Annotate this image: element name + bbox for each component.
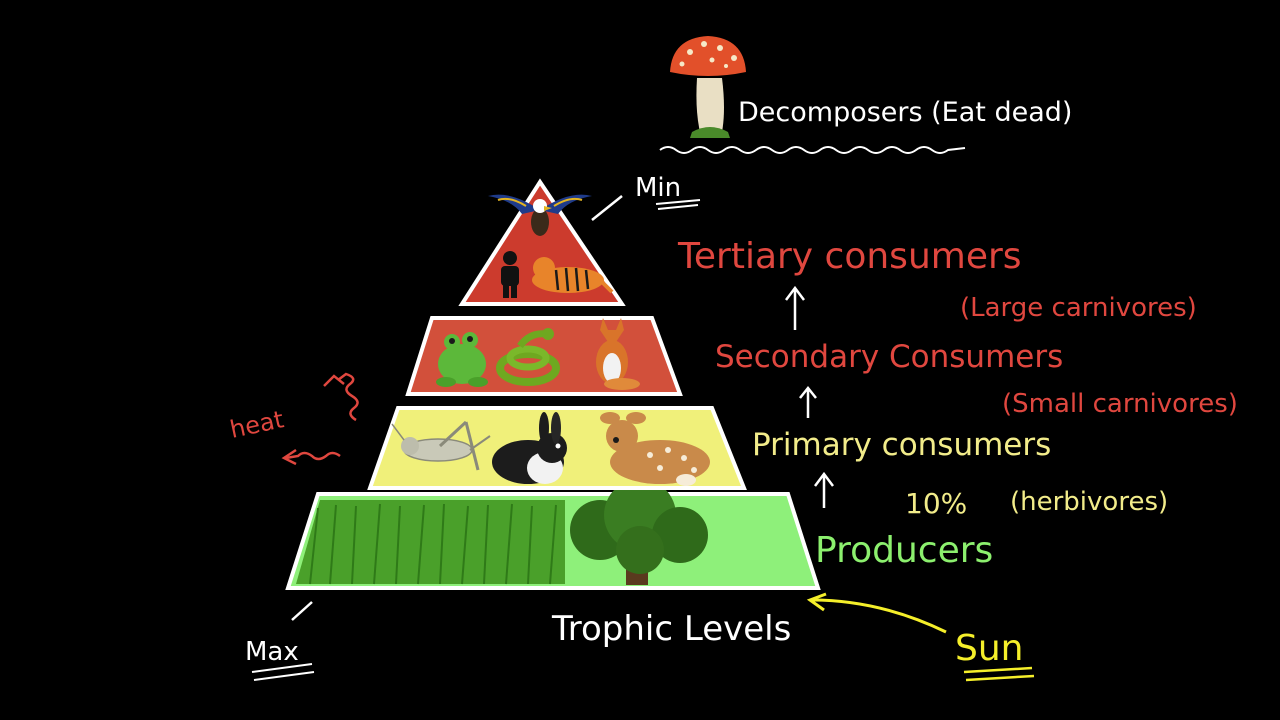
- min-underline: [655, 199, 701, 210]
- sun-arrow-head: [806, 592, 827, 612]
- heat-arrow-left-head: [281, 448, 297, 466]
- snake-icon: [496, 328, 560, 386]
- min-pointer: [591, 195, 623, 221]
- heat-arrow-up-head: [323, 374, 345, 387]
- tiger-icon: [532, 257, 614, 294]
- primary-sub-label: (herbivores): [1010, 487, 1168, 517]
- human-icon: [501, 251, 519, 298]
- arrow-to-secondary: [799, 385, 817, 418]
- arrow-to-primary: [814, 471, 834, 508]
- max-pointer: [291, 601, 313, 621]
- min-label: Min: [635, 173, 681, 203]
- grasshopper-icon: [391, 420, 491, 471]
- frog-icon: [436, 332, 488, 387]
- sun-arrow: [811, 598, 947, 634]
- sun-label: Sun: [955, 628, 1023, 669]
- primary-label: Primary consumers: [752, 427, 1051, 463]
- percent-label: 10%: [905, 487, 967, 520]
- tree-icon: [570, 479, 708, 585]
- secondary-sub-label: (Small carnivores): [1002, 389, 1238, 419]
- tertiary-sub-label: (Large carnivores): [960, 293, 1197, 323]
- heat-arrow-up: [337, 372, 359, 422]
- eagle-icon: [488, 194, 592, 236]
- mushroom-icon: [670, 36, 746, 138]
- decomposers-label: Decomposers (Eat dead): [738, 97, 1072, 128]
- producers-label: Producers: [815, 530, 993, 571]
- decomposers-underline: [659, 146, 966, 154]
- tertiary-label: Tertiary consumers: [677, 236, 1022, 277]
- max-label: Max: [245, 637, 299, 667]
- pyramid: [285, 178, 821, 590]
- secondary-label: Secondary Consumers: [715, 339, 1063, 375]
- max-underline: [251, 663, 315, 681]
- arrow-to-tertiary: [785, 285, 805, 330]
- heat-label: heat: [227, 405, 286, 444]
- rabbit-icon: [492, 412, 567, 484]
- trophic-levels-label: Trophic Levels: [551, 609, 791, 649]
- fox-icon: [596, 318, 640, 390]
- heat-arrow-left: [285, 451, 341, 461]
- sun-underline: [963, 666, 1035, 682]
- grass-icon: [296, 500, 565, 584]
- deer-icon: [600, 412, 710, 486]
